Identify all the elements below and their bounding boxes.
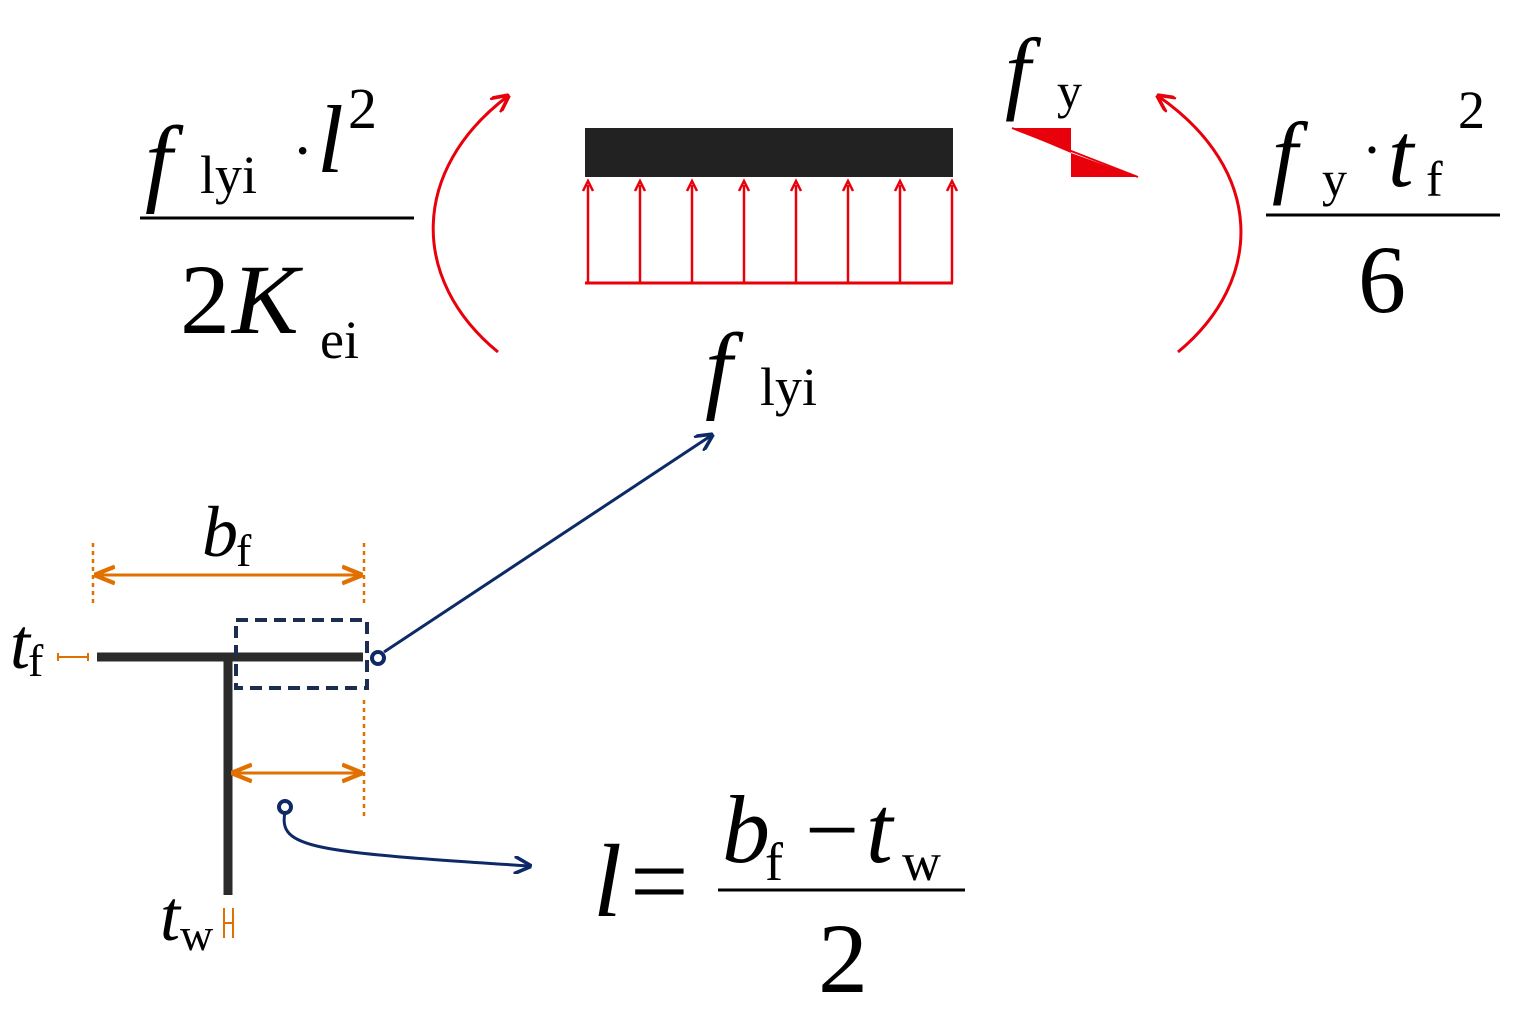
denominator-two: 2: [818, 903, 868, 1008]
load-arrow-head: [789, 178, 803, 192]
load-arrow-head: [581, 178, 595, 192]
load-arrow-head: [841, 178, 855, 192]
subscript-y: y: [1322, 151, 1347, 207]
subscript-ei: ei: [320, 310, 359, 370]
denominator-two: 2: [180, 244, 230, 355]
subscript-f: f: [28, 635, 44, 686]
distributed-load-arrows: [581, 178, 959, 283]
l-leader: [277, 799, 530, 866]
symbol-f: f: [145, 107, 184, 215]
symbol-b: b: [722, 776, 770, 883]
equals-sign: =: [630, 824, 689, 939]
right-moment-arrow: [1158, 96, 1243, 354]
symbol-f: f: [1005, 20, 1042, 122]
distributed-load-label: f lyi: [705, 314, 817, 422]
load-arrow-head: [945, 178, 959, 192]
outstand-leader: [370, 435, 712, 666]
superscript-two: 2: [348, 76, 377, 141]
right-moment-formula: f y · t f 2 6: [1266, 80, 1500, 333]
symbol-t: t: [10, 604, 32, 684]
outstand-leader-line: [383, 435, 712, 654]
length-equation: l = b f − t w 2: [593, 776, 965, 1013]
symbol-t: t: [1388, 104, 1416, 206]
dot-operator: ·: [1362, 117, 1382, 183]
plate-strip: [585, 128, 953, 177]
flange-outstand-box: [234, 618, 369, 690]
minus-sign: −: [805, 776, 859, 883]
subscript-lyi: lyi: [760, 357, 817, 417]
t-section: b f t f t w: [10, 492, 369, 960]
symbol-l: l: [317, 86, 344, 193]
left-moment-arrow: [431, 96, 508, 354]
symbol-l: l: [593, 824, 622, 939]
symbol-f: f: [705, 314, 744, 422]
subscript-f: f: [236, 525, 252, 576]
load-arrow-head: [893, 178, 907, 192]
denominator-six: 6: [1358, 226, 1406, 333]
subscript-y: y: [1057, 63, 1082, 119]
symbol-b: b: [202, 492, 238, 572]
symbol-K: K: [230, 244, 303, 355]
subscript-w: w: [180, 909, 214, 960]
subscript-f: f: [765, 832, 783, 892]
l-leader-curve: [282, 811, 530, 866]
left-moment-formula: f lyi · l 2 2 K ei: [140, 76, 414, 370]
symbol-t: t: [866, 776, 895, 883]
load-arrow-head: [737, 178, 751, 192]
l-leader-dot: [277, 799, 293, 815]
loaded-plate-strip: [581, 128, 959, 285]
outstand-leader-dot: [370, 650, 386, 666]
symbol-t: t: [160, 876, 182, 956]
stress-gradient-line: [1011, 127, 1139, 178]
dot-operator: ·: [292, 115, 313, 186]
yield-stress-block: f y: [1005, 20, 1139, 178]
superscript-two: 2: [1458, 80, 1485, 140]
subscript-f: f: [1426, 151, 1443, 207]
symbol-f: f: [1272, 104, 1309, 206]
load-arrow-head: [685, 178, 699, 192]
subscript-w: w: [902, 832, 941, 892]
subscript-lyi: lyi: [200, 145, 257, 205]
load-arrow-head: [633, 178, 647, 192]
